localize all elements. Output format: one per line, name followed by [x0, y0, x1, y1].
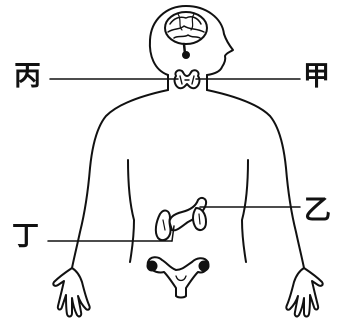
label-yi: 乙	[304, 196, 331, 226]
brain-icon	[165, 12, 207, 58]
pituitary-gland	[183, 52, 189, 58]
label-jia: 甲	[303, 62, 330, 92]
label-ding: 丁	[12, 222, 39, 252]
label-bing: 丙	[14, 62, 41, 92]
uterus-icon	[148, 257, 209, 297]
